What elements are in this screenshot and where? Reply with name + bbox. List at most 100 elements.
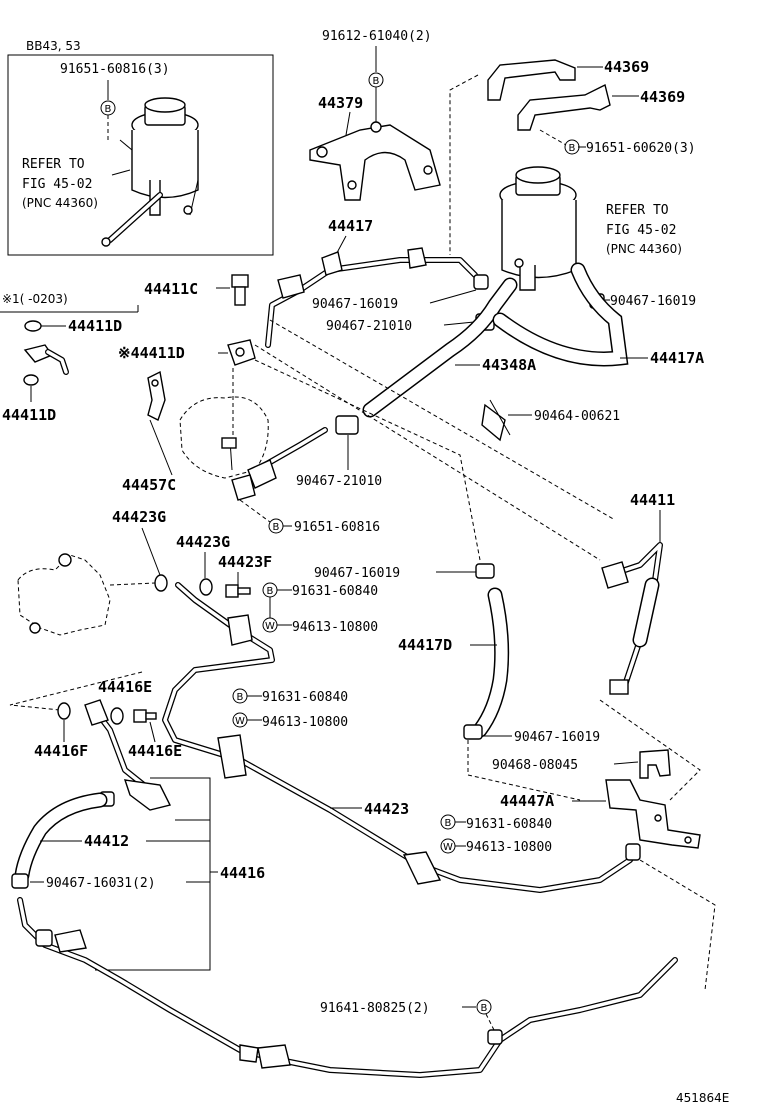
label-90464-00621: 90464-00621	[534, 409, 620, 424]
label-44416: 44416	[220, 864, 265, 882]
inset-box: BB43, 53 91651-60816(3) B REFER TO FIG 4…	[7, 39, 274, 256]
clamp-44369-upper	[487, 59, 576, 101]
label-44417: 44417	[328, 217, 373, 235]
label-90467-16031: 90467-16031(2)	[46, 876, 156, 891]
refer-main-line2: FIG 45-02	[606, 223, 676, 238]
label-44416E: 44416E	[128, 742, 182, 760]
hose-44412	[14, 792, 108, 883]
refer-main-line1: REFER TO	[606, 203, 669, 218]
label-90467-16019-d: 90467-16019	[514, 730, 600, 745]
inset-refer-line3: (PNC 44360)	[22, 196, 98, 210]
washer-44411D-b	[23, 374, 39, 386]
inset-reservoir-drawing	[101, 97, 199, 247]
label-44447A: 44447A	[500, 792, 554, 810]
clip-90467-16031	[11, 873, 29, 889]
inset-model-label: BB43, 53	[26, 39, 81, 53]
bolt-symbol-7-text: B	[481, 1003, 488, 1014]
bolt-symbol-1-text: B	[373, 76, 380, 87]
washer-symbol-3-text: W	[443, 842, 453, 853]
pump-housing	[17, 553, 111, 636]
label-44369-lower: 44369	[640, 88, 685, 106]
label-44423F: 44423F	[218, 553, 272, 571]
fitting-44411D-star	[227, 339, 256, 366]
group-bracket-44416	[95, 777, 211, 971]
bolt-symbol-2-text: B	[569, 143, 576, 154]
label-44423G-a: 44423G	[112, 508, 166, 526]
washer-44416F	[57, 702, 71, 720]
label-94613-10800-c: 94613-10800	[466, 840, 552, 855]
label-91631-60840-c: 91631-60840	[466, 817, 552, 832]
bolt-44423F	[225, 584, 251, 598]
label-44423G-b: 44423G	[176, 533, 230, 551]
label-44411D-b: 44411D	[2, 406, 56, 424]
fitting-44411D-a	[23, 344, 69, 375]
label-44417A: 44417A	[650, 349, 704, 367]
label-91631-60840-b: 91631-60840	[262, 690, 348, 705]
pipe-lower-return	[17, 897, 678, 1078]
label-91631-60840-a: 91631-60840	[292, 584, 378, 599]
inset-refer-line2: FIG 45-02	[22, 177, 92, 192]
bolt-symbol-6-text: B	[237, 692, 244, 703]
fitting-44411C	[231, 274, 249, 306]
label-44379: 44379	[318, 94, 363, 112]
refer-main-line3: (PNC 44360)	[606, 242, 682, 256]
label-44411D-star: ※44411D	[118, 344, 185, 362]
clip-90467-16019-a	[473, 274, 489, 290]
pipe-44416-assembly	[84, 699, 172, 811]
clip-90464-00621	[481, 399, 511, 442]
hose-44417D	[472, 587, 510, 738]
clip-90467-21010-b	[335, 415, 359, 435]
figure-id: 451864E	[676, 1091, 729, 1105]
clip-90468-08045	[639, 749, 671, 779]
label-44423: 44423	[364, 800, 409, 818]
range-note: ※1( -0203)	[2, 292, 68, 306]
label-90467-16019-b: 90467-16019	[610, 294, 696, 309]
label-44411: 44411	[630, 491, 675, 509]
label-44417D: 44417D	[398, 636, 452, 654]
washer-44423G-a	[154, 574, 168, 592]
label-90467-16019-c: 90467-16019	[314, 566, 400, 581]
bracket-44457C	[147, 370, 166, 421]
bolt-symbol-4-text: B	[267, 586, 274, 597]
label-94613-10800-b: 94613-10800	[262, 715, 348, 730]
bolt-symbol-7	[476, 999, 492, 1015]
label-90467-21010-b: 90467-21010	[296, 474, 382, 489]
washer-44416E	[110, 707, 124, 725]
hose-44417A	[492, 262, 629, 367]
bracket-44379	[309, 121, 441, 201]
clip-90467-16019-d	[463, 724, 483, 740]
label-91651-60816: 91651-60816	[294, 520, 380, 535]
bracket-44447A	[605, 779, 701, 849]
label-44457C: 44457C	[122, 476, 176, 494]
washer-symbol-1-text: W	[265, 621, 275, 632]
hose-44411	[601, 542, 663, 695]
pipe-44417	[265, 247, 478, 348]
clip-90467-16019-c	[475, 563, 495, 579]
bolt-44416E	[133, 709, 157, 723]
main-reservoir	[499, 166, 577, 291]
label-91641-80825: 91641-80825(2)	[320, 1001, 430, 1016]
inset-part-label: 91651-60816(3)	[60, 62, 170, 77]
label-90467-16019-a: 90467-16019	[312, 297, 398, 312]
clamp-44369-lower	[517, 83, 611, 131]
pipe-44423	[162, 582, 641, 893]
label-44412: 44412	[84, 832, 129, 850]
bolt-symbol-3-text: B	[273, 522, 280, 533]
washer-44423G-b	[199, 578, 213, 596]
label-44369-upper: 44369	[604, 58, 649, 76]
label-44416F: 44416F	[34, 742, 88, 760]
label-91612-61040: 91612-61040(2)	[322, 29, 432, 44]
label-90467-21010-a: 90467-21010	[326, 319, 412, 334]
inset-refer-line1: REFER TO	[22, 157, 85, 172]
label-44411C: 44411C	[144, 280, 198, 298]
label-44411D-a: 44411D	[68, 317, 122, 335]
inset-frame	[7, 54, 274, 256]
label-91651-60620: 91651-60620(3)	[586, 141, 696, 156]
label-44348A: 44348A	[482, 356, 536, 374]
inset-bolt-text: B	[105, 104, 112, 115]
pump-body	[179, 396, 328, 501]
washer-symbol-2-text: W	[235, 716, 245, 727]
washer-44411D-a	[24, 320, 42, 332]
bolt-symbol-5-text: B	[445, 818, 452, 829]
